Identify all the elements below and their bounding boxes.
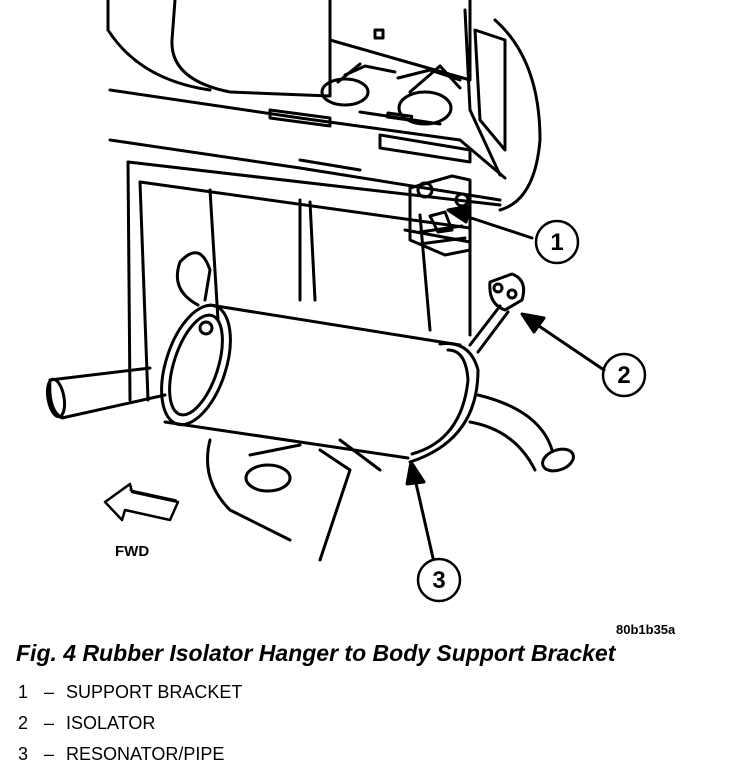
svg-text:1: 1 (550, 229, 563, 256)
callout-arrows (405, 204, 606, 560)
legend-number: 1 (18, 682, 29, 702)
support-bracket (403, 174, 472, 267)
callout-1: 1 (534, 219, 580, 265)
floor-panel-lower (206, 438, 382, 562)
legend-label: RESONATOR/PIPE (66, 744, 225, 764)
legend-label: SUPPORT BRACKET (66, 682, 243, 702)
legend-dash: – (44, 744, 55, 764)
forward-arrow-icon (103, 482, 180, 522)
svg-text:3: 3 (432, 567, 445, 594)
callout-2: 2 (601, 352, 647, 398)
legend-dash: – (44, 713, 55, 733)
legend-item: 1–SUPPORT BRACKET (18, 680, 242, 711)
figure-caption: Fig. 4 Rubber Isolator Hanger to Body Su… (16, 640, 616, 666)
legend-number: 2 (18, 713, 29, 733)
callout-3: 3 (416, 557, 462, 603)
figure-code: 80b1b35a (616, 622, 676, 637)
rubber-isolator (468, 272, 526, 354)
legend-number: 3 (18, 744, 29, 764)
legend-item: 2–ISOLATOR (18, 711, 242, 742)
svg-text:2: 2 (617, 362, 630, 389)
underbody-floor-pan (106, 0, 542, 212)
legend-label: ISOLATOR (66, 713, 156, 733)
frame-rail (126, 160, 502, 402)
legend-dash: – (44, 682, 55, 702)
parts-legend: 1–SUPPORT BRACKET 2–ISOLATOR 3–RESONATOR… (18, 680, 242, 773)
legend-item: 3–RESONATOR/PIPE (18, 742, 242, 773)
resonator-pipe (45, 303, 575, 473)
exhaust-hanger-illustration: 1 2 3 FWD (45, 0, 647, 603)
fwd-label: FWD (115, 543, 149, 560)
